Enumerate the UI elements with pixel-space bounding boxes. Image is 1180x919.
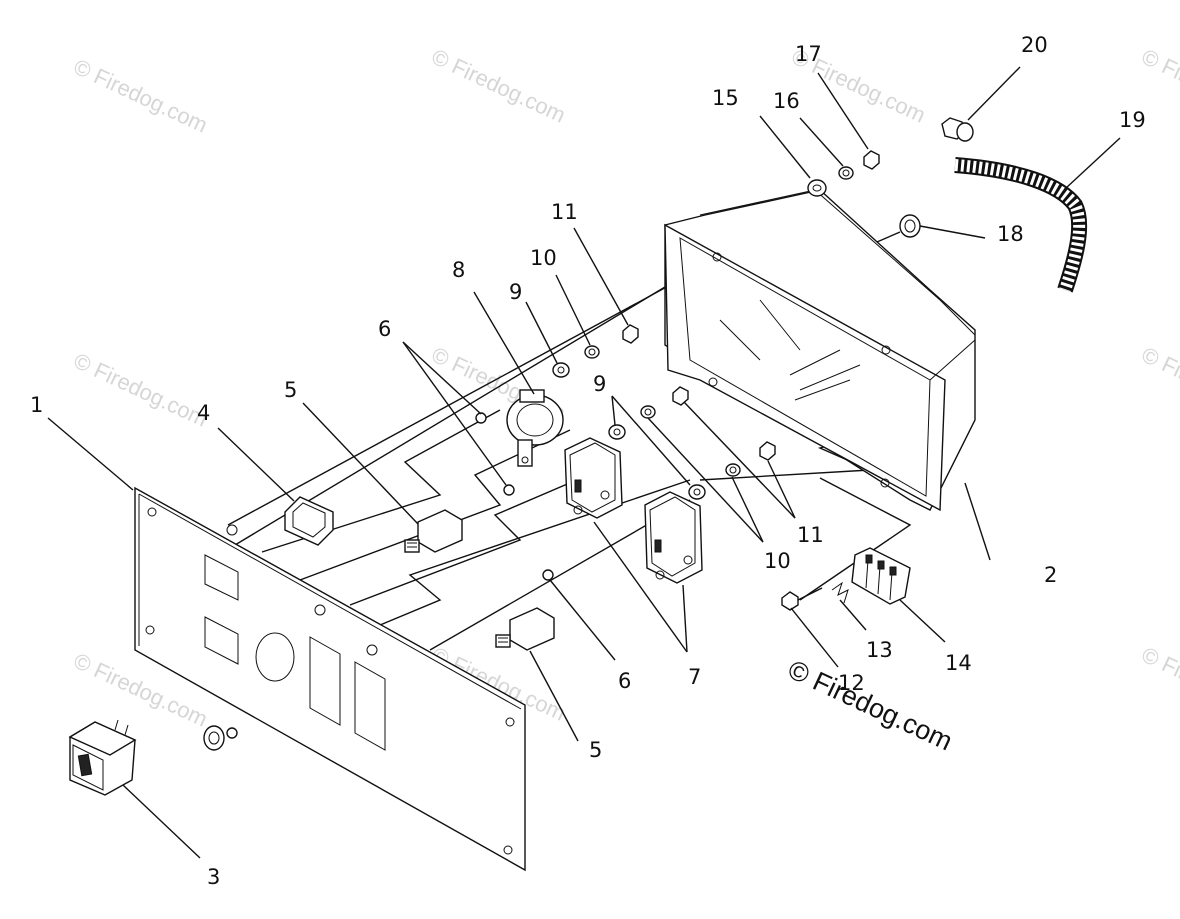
watermark-text: © Firedog.com — [428, 44, 570, 128]
part-label-10-lower: 10 — [764, 549, 791, 573]
part-label-18: 18 — [997, 222, 1024, 246]
part-label-16: 16 — [773, 89, 800, 113]
part-label-9-upper: 9 — [509, 280, 522, 304]
duplex-receptacle-upper — [564, 437, 623, 519]
plug-grommet — [899, 214, 921, 238]
part-label-13: 13 — [866, 638, 893, 662]
grommet — [284, 496, 334, 546]
circuit-breaker-upper — [404, 509, 463, 553]
part-label-11-upper: 11 — [551, 200, 578, 224]
ring-washers — [203, 412, 554, 751]
part-label-11-lower: 11 — [797, 523, 824, 547]
rocker-switch — [68, 719, 137, 796]
hose-fitting — [941, 117, 974, 142]
part-label-5-lower: 5 — [589, 738, 602, 762]
part-label-17: 17 — [795, 42, 822, 66]
watermark-text: © Firedog.com — [70, 54, 212, 138]
part-label-12: 12 — [838, 671, 865, 695]
part-label-1: 1 — [30, 393, 43, 417]
flexible-hose — [954, 157, 1088, 293]
hardware-washers-nuts — [552, 150, 880, 500]
part-label-5-upper: 5 — [284, 378, 297, 402]
circuit-breaker-lower — [495, 607, 555, 651]
part-label-6-upper: 6 — [378, 317, 391, 341]
leader-lines — [47, 66, 1121, 859]
part-label-19: 19 — [1119, 108, 1146, 132]
front-panel — [134, 486, 526, 872]
box-housing — [664, 189, 976, 512]
part-number-labels: 1 2 3 4 5 5 6 6 7 8 9 9 10 10 11 11 12 1… — [30, 33, 1146, 889]
part-label-2: 2 — [1044, 563, 1057, 587]
part-label-4: 4 — [197, 401, 210, 425]
part-label-6-lower: 6 — [618, 669, 631, 693]
firedog-watermark: © Firedog.com — [783, 654, 957, 756]
part-label-8: 8 — [452, 258, 465, 282]
duplex-receptacle-lower — [644, 491, 703, 584]
part-label-7: 7 — [688, 665, 701, 689]
part-label-20: 20 — [1021, 33, 1048, 57]
part-label-3: 3 — [207, 865, 220, 889]
part-label-10-upper: 10 — [530, 246, 557, 270]
watermark-text: © Firedog.com — [1138, 642, 1180, 726]
twist-lock-receptacle — [506, 389, 564, 467]
watermark-text: © Firedog.com — [70, 348, 212, 432]
part-label-14: 14 — [945, 651, 972, 675]
watermark-text: © Firedog.com — [1138, 342, 1180, 426]
part-label-15: 15 — [712, 86, 739, 110]
part-label-9-lower: 9 — [593, 372, 606, 396]
terminal-block-assembly — [781, 547, 911, 611]
